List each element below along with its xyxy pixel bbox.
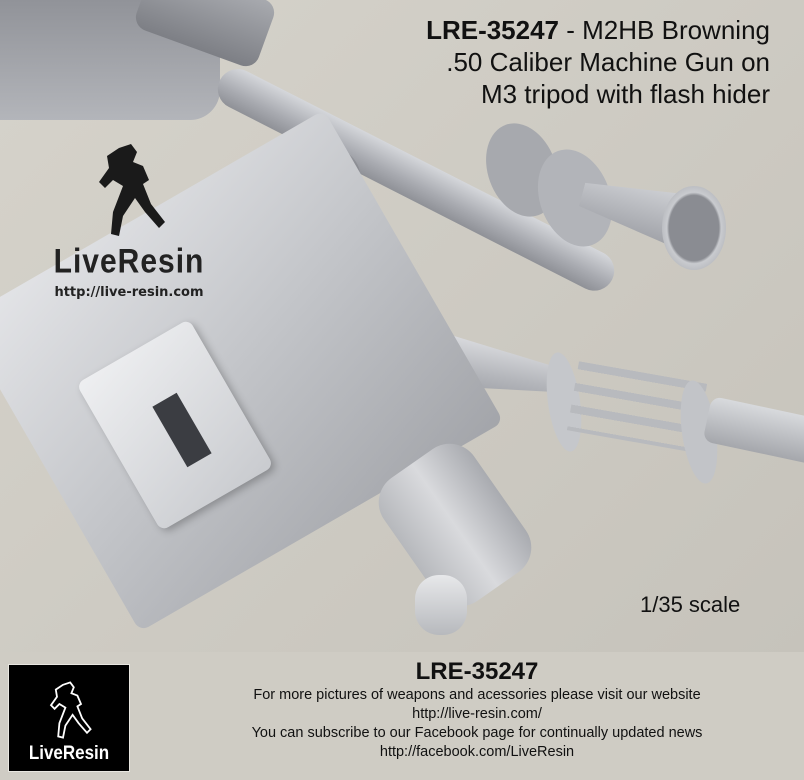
- footer: LiveResin LRE-35247 For more pictures of…: [0, 652, 804, 780]
- title-line-2: .50 Caliber Machine Gun on: [446, 47, 770, 77]
- barrel-lower-render: [702, 396, 804, 466]
- footer-line-facebook-note: You can subscribe to our Facebook page f…: [251, 725, 703, 741]
- brand-name: LiveResin: [53, 242, 205, 281]
- grip-knob-render: [415, 575, 467, 635]
- footer-logo-text: LiveResin: [28, 741, 110, 764]
- footer-logo: LiveResin: [8, 664, 130, 772]
- flash-hider-upper-muzzle: [662, 186, 726, 270]
- footer-text: LRE-35247 For more pictures of weapons a…: [150, 658, 804, 762]
- footer-facebook-link[interactable]: http://facebook.com/LiveResin: [379, 744, 575, 760]
- scale-label: 1/35 scale: [640, 592, 741, 617]
- soldier-logo-icon: [99, 144, 165, 236]
- footer-line-website-note: For more pictures of weapons and acessor…: [253, 687, 701, 703]
- title-line-3: M3 tripod with flash hider: [480, 79, 770, 109]
- title-line-1: - M2HB Browning: [559, 15, 770, 45]
- soldier-logo-icon: [49, 681, 92, 739]
- product-code: LRE-35247: [426, 15, 560, 45]
- footer-product-code: LRE-35247: [415, 658, 539, 685]
- brand-url[interactable]: http://live-resin.com: [54, 285, 204, 300]
- brand-logo: LiveResin http://live-resin.com: [44, 140, 214, 300]
- product-render-area: LRE-35247 - M2HB Browning .50 Caliber Ma…: [0, 0, 804, 652]
- footer-website-link[interactable]: http://live-resin.com/: [412, 706, 542, 722]
- product-title: LRE-35247 - M2HB Browning .50 Caliber Ma…: [426, 14, 770, 110]
